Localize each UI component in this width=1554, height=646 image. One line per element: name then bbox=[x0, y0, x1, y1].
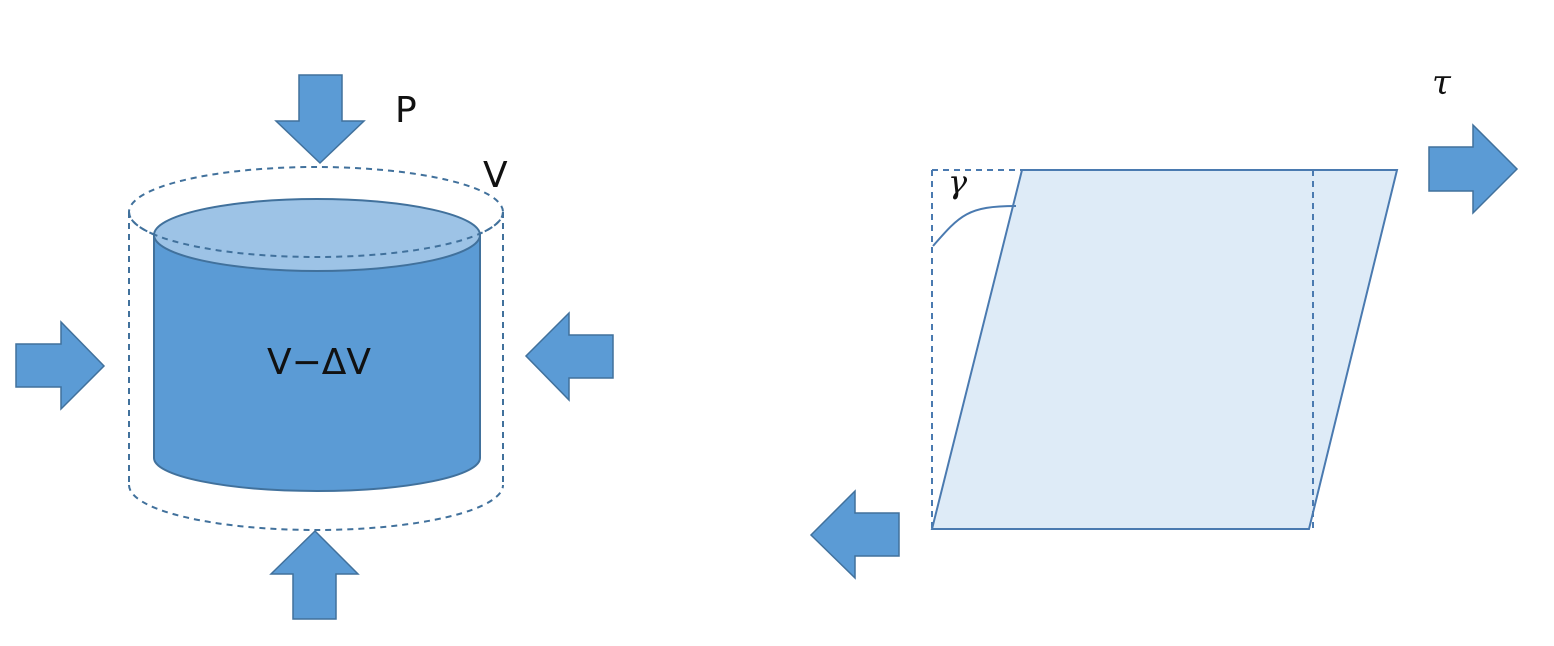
shear-stress-label: τ bbox=[1432, 63, 1452, 103]
compression-diagram: P V V−ΔV bbox=[15, 74, 614, 620]
shear-angle-arc bbox=[932, 205, 1017, 247]
compressed-cylinder bbox=[153, 198, 481, 492]
shear-strain-label: γ bbox=[948, 163, 968, 201]
pressure-arrow-left-icon bbox=[524, 311, 614, 402]
shear-arrow-left-icon bbox=[809, 489, 900, 580]
cylinder-body bbox=[153, 234, 481, 492]
compressed-volume-label: V−ΔV bbox=[267, 342, 371, 383]
original-volume-bottom-arc bbox=[128, 484, 504, 531]
pressure-label: P bbox=[395, 90, 417, 131]
pressure-arrow-down-icon bbox=[274, 74, 366, 165]
cylinder-top bbox=[153, 198, 481, 272]
shear-diagram: τ γ bbox=[809, 63, 1519, 580]
original-block-outline bbox=[931, 169, 1314, 529]
pressure-arrow-up-icon bbox=[269, 529, 360, 620]
original-volume-label: V bbox=[483, 155, 508, 196]
pressure-arrow-right-icon bbox=[15, 320, 106, 411]
original-volume-front-arc bbox=[128, 211, 504, 258]
shear-arrow-right-icon bbox=[1428, 123, 1519, 215]
sheared-block bbox=[930, 169, 1399, 530]
